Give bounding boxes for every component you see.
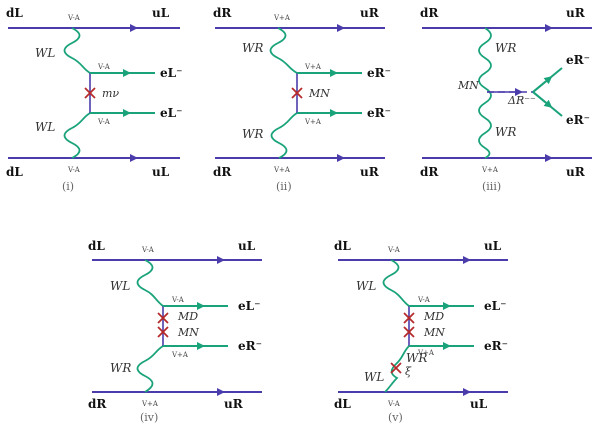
w-boson-bottom bbox=[136, 345, 164, 393]
label-u-top: uL bbox=[238, 239, 256, 253]
label-lepton-top: eL⁻ bbox=[238, 299, 260, 313]
label-w-top: WR bbox=[242, 41, 263, 55]
label-w-bottom: WL bbox=[364, 370, 384, 384]
label-lepton-top: eR⁻ bbox=[566, 53, 590, 67]
w-boson-top bbox=[382, 259, 410, 307]
label-d-bottom: dR bbox=[420, 165, 439, 179]
label-mass-top: MD bbox=[423, 310, 444, 323]
vertex-label-top: V-A bbox=[141, 246, 155, 254]
mass-insertion-cross-top bbox=[157, 312, 169, 324]
lepton-vertex-bottom: V+A bbox=[304, 118, 322, 126]
label-d-top: dL bbox=[88, 239, 105, 253]
lepton-vertex-bottom: V+A bbox=[417, 349, 435, 357]
lepton-vertex-top: V+A bbox=[304, 63, 322, 71]
w-boson-top bbox=[136, 259, 164, 307]
label-lepton-bottom: eL⁻ bbox=[160, 106, 182, 120]
mixing-cross bbox=[390, 362, 402, 374]
label-d-bottom: dL bbox=[6, 165, 23, 179]
diagram-iii: dR uR dR uR V+A WR WR MN ΔR⁻⁻ eR⁻ eR⁻ (i… bbox=[420, 6, 592, 193]
label-d-top: dR bbox=[420, 6, 439, 20]
label-d-top: dL bbox=[334, 239, 351, 253]
diagram-iv: dL uL dR uR V-A V+A WL WR V-A V+A eL⁻ eR… bbox=[88, 239, 262, 424]
label-d-bottom: dR bbox=[213, 165, 232, 179]
label-w-top: WR bbox=[495, 41, 516, 55]
label-u-bottom: uL bbox=[470, 397, 488, 411]
label-w-middle: WR bbox=[406, 351, 427, 365]
diagram-v: dL uL dL uL V-A V-A WL WR WL V-A V+A eL⁻… bbox=[334, 239, 508, 424]
vertex-label-top: V+A bbox=[273, 14, 291, 22]
label-mass: MN bbox=[457, 79, 479, 92]
mass-insertion-cross-top bbox=[403, 312, 415, 324]
label-d-bottom: dR bbox=[88, 397, 107, 411]
label-w-bottom: WR bbox=[110, 361, 131, 375]
label-u-bottom: uR bbox=[360, 165, 380, 179]
label-w-bottom: WL bbox=[35, 120, 55, 134]
label-u-bottom: uL bbox=[152, 165, 170, 179]
lepton-vertex-bottom: V+A bbox=[171, 351, 189, 359]
label-u-top: uR bbox=[566, 6, 586, 20]
label-u-top: uL bbox=[484, 239, 502, 253]
label-mass-bottom: MN bbox=[177, 326, 199, 339]
mass-insertion-cross bbox=[291, 87, 303, 99]
label-lepton-bottom: eR⁻ bbox=[238, 339, 262, 353]
label-lepton-bottom: eR⁻ bbox=[484, 339, 508, 353]
vertex-label-top: V-A bbox=[387, 246, 401, 254]
label-mass: mν bbox=[102, 87, 119, 100]
label-mass-top: MD bbox=[177, 310, 198, 323]
w-boson-top bbox=[269, 27, 298, 74]
vertex-label-bottom: V+A bbox=[273, 166, 291, 174]
caption: (iii) bbox=[482, 180, 501, 193]
vertex-label-bottom: V-A bbox=[387, 400, 401, 408]
label-d-top: dL bbox=[6, 6, 23, 20]
caption: (iv) bbox=[140, 411, 158, 424]
caption: (v) bbox=[388, 411, 403, 424]
label-w-top: WL bbox=[356, 279, 376, 293]
lepton-vertex-top: V-A bbox=[97, 63, 111, 71]
w-boson-top bbox=[63, 27, 91, 74]
label-lepton-top: eR⁻ bbox=[367, 66, 391, 80]
vertex-label-top: V-A bbox=[67, 14, 81, 22]
label-delta: ΔR⁻⁻ bbox=[507, 94, 536, 107]
label-d-top: dR bbox=[213, 6, 232, 20]
label-mass: MN bbox=[308, 87, 330, 100]
label-mass-bottom: MN bbox=[423, 326, 445, 339]
diagram-i: dL uL dL uL V-A V-A WL WL V-A V-A eL⁻ eL… bbox=[6, 6, 182, 193]
caption: (i) bbox=[62, 180, 74, 193]
label-lepton-top: eL⁻ bbox=[160, 66, 182, 80]
w-boson-bottom bbox=[63, 112, 91, 159]
label-lepton-bottom: eR⁻ bbox=[367, 106, 391, 120]
lepton-vertex-top: V-A bbox=[417, 296, 431, 304]
vertex-label-bottom: V-A bbox=[67, 166, 81, 174]
mass-insertion-cross bbox=[84, 87, 96, 99]
vertex-label-bottom: V+A bbox=[141, 400, 159, 408]
label-u-top: uR bbox=[360, 6, 380, 20]
label-w-top: WL bbox=[110, 279, 130, 293]
label-u-bottom: uR bbox=[224, 397, 244, 411]
lepton-vertex-bottom: V-A bbox=[97, 118, 111, 126]
label-d-bottom: dL bbox=[334, 397, 351, 411]
caption: (ii) bbox=[276, 180, 292, 193]
label-u-top: uL bbox=[152, 6, 170, 20]
label-lepton-bottom: eR⁻ bbox=[566, 113, 590, 127]
lepton-arrow-top bbox=[532, 76, 553, 93]
label-u-bottom: uR bbox=[566, 165, 586, 179]
w-boson-bottom bbox=[270, 112, 298, 159]
label-lepton-top: eL⁻ bbox=[484, 299, 506, 313]
label-w-bottom: WR bbox=[495, 125, 516, 139]
vertex-label-bottom: V+A bbox=[481, 166, 499, 174]
lepton-vertex-top: V-A bbox=[171, 296, 185, 304]
diagram-ii: dR uR dR uR V+A V+A WR WR V+A V+A eR⁻ eR… bbox=[213, 6, 391, 193]
label-mixing: ξ bbox=[405, 365, 412, 378]
w-boson-exchange bbox=[478, 27, 492, 159]
label-w-top: WL bbox=[35, 46, 55, 60]
mass-insertion-cross-bottom bbox=[403, 326, 415, 338]
mass-insertion-cross-bottom bbox=[157, 326, 169, 338]
label-w-bottom: WR bbox=[242, 127, 263, 141]
lepton-arrow-bottom bbox=[532, 91, 553, 108]
